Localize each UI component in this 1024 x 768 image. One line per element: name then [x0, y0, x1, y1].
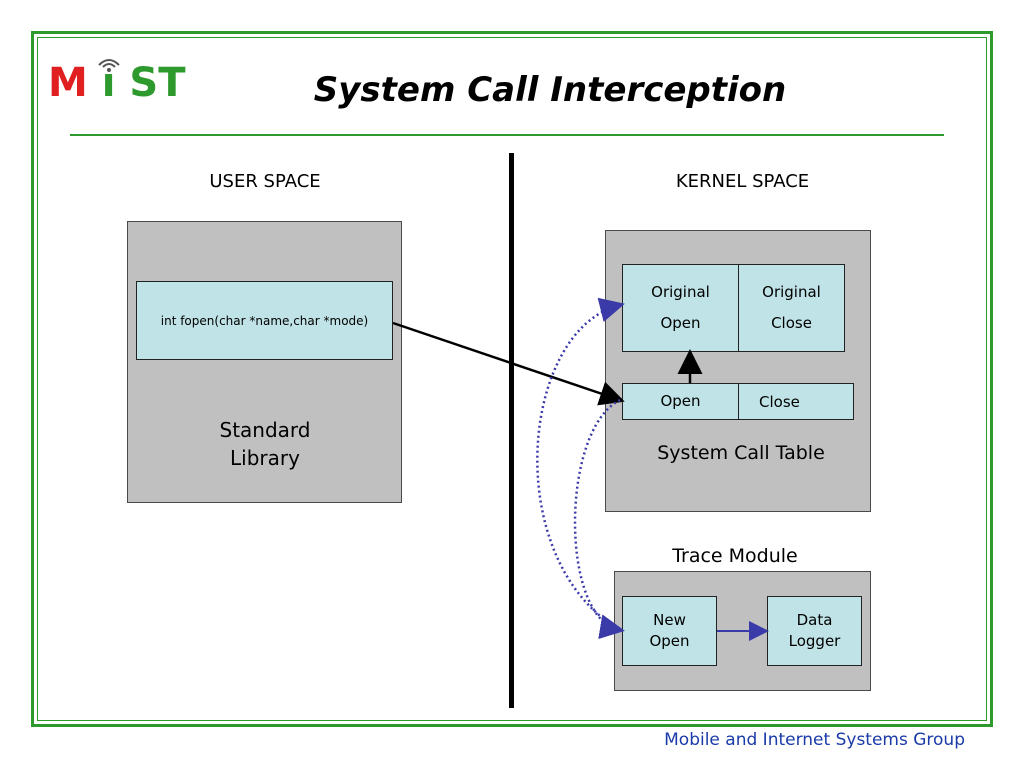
- slide-frame-outer: [31, 31, 993, 727]
- logo-letter-m: M: [48, 60, 88, 106]
- system-call-table-label: System Call Table: [657, 442, 825, 464]
- open-to-new-open-dotted-arrow: [573, 398, 625, 639]
- logo-letter-i: ı: [98, 59, 130, 106]
- user-space-heading: USER SPACE: [209, 171, 321, 192]
- fopen-to-open-arrow: [392, 321, 625, 406]
- slide-frame-inner: [37, 37, 987, 721]
- title-rule: [70, 134, 944, 136]
- fopen-signature: int fopen(char *name,char *mode): [160, 313, 369, 328]
- new-open-to-original-open-dotted-arrow: [536, 297, 625, 632]
- data-logger-box: Data Logger: [767, 596, 862, 666]
- wifi-icon: [98, 59, 120, 72]
- close-entry-cell: Close: [738, 383, 854, 420]
- original-close-cell: Original Close: [738, 264, 845, 352]
- new-open-box: New Open: [622, 596, 717, 666]
- fopen-signature-box: int fopen(char *name,char *mode): [136, 281, 393, 360]
- page-title: System Call Interception: [313, 70, 787, 110]
- standard-library-box: [127, 221, 402, 503]
- mist-logo: M ı ST: [48, 59, 208, 106]
- standard-library-label: Standard Library: [219, 418, 311, 470]
- user-kernel-divider: [509, 153, 514, 708]
- open-entry-cell: Open: [622, 383, 739, 420]
- original-open-cell: Original Open: [622, 264, 739, 352]
- logo-letters-st: ST: [129, 60, 186, 106]
- kernel-space-heading: KERNEL SPACE: [675, 171, 810, 192]
- footer-text: Mobile and Internet Systems Group: [664, 730, 965, 750]
- trace-module-heading: Trace Module: [672, 545, 798, 567]
